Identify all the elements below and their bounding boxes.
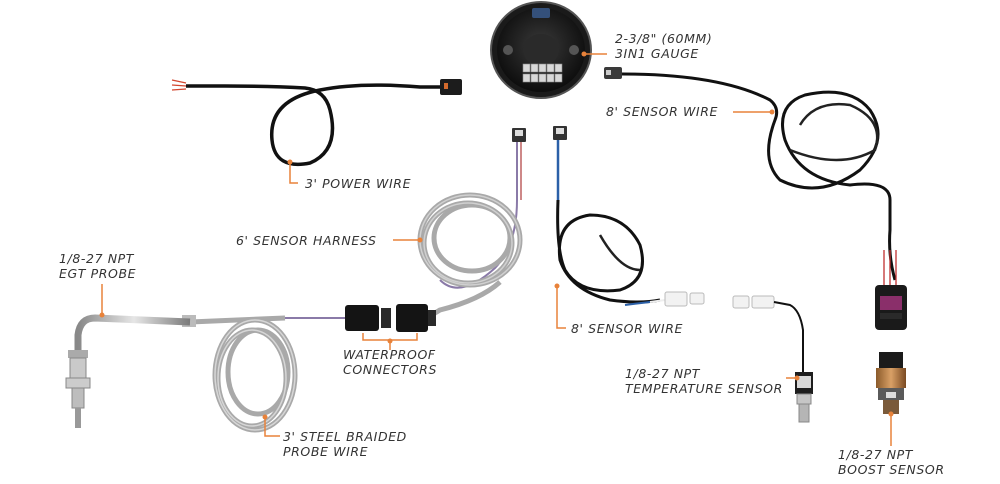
braided-length-text: 3' STEEL BRAIDED <box>283 429 407 444</box>
boost-sensor-label: 1/8-27 NPT BOOST SENSOR <box>838 447 945 477</box>
boost-sensor <box>876 352 906 414</box>
sensor-wire-mid-label: 8' SENSOR WIRE <box>571 321 683 336</box>
sensor-wire-temp <box>556 140 705 307</box>
temperature-sensor <box>732 295 813 423</box>
braided-name-text: PROBE WIRE <box>283 444 369 459</box>
gauge <box>490 1 592 99</box>
boost-sensor-thread-text: 1/8-27 NPT <box>838 447 914 462</box>
boost-connector <box>875 285 907 330</box>
power-wire <box>171 79 462 166</box>
waterproof-connectors-label: WATERPROOF CONNECTORS <box>343 347 437 377</box>
power-wire-label: 3' POWER WIRE <box>305 176 411 191</box>
braided-probe-wire-label: 3' STEEL BRAIDED PROBE WIRE <box>283 429 407 459</box>
gauge-type-text: 3IN1 GAUGE <box>615 46 699 61</box>
temp-sensor-thread-text: 1/8-27 NPT <box>625 366 701 381</box>
sensor-wire-mid-text: 8' SENSOR WIRE <box>571 321 684 336</box>
sensor-wire-boost <box>604 67 897 285</box>
sensor-harness <box>417 126 567 319</box>
egt-probe-name-text: EGT PROBE <box>59 266 137 281</box>
egt-probe-label: 1/8-27 NPT EGT PROBE <box>59 251 136 281</box>
power-wire-text: 3' POWER WIRE <box>305 176 412 191</box>
sensor-wire-top-text: 8' SENSOR WIRE <box>606 104 719 119</box>
sensor-harness-text: 6' SENSOR HARNESS <box>236 233 377 248</box>
egt-probe <box>65 314 345 433</box>
gauge-size-text: 2-3/8" (60MM) <box>615 31 713 46</box>
sensor-harness-label: 6' SENSOR HARNESS <box>236 233 377 248</box>
egt-probe-thread-text: 1/8-27 NPT <box>59 251 135 266</box>
waterproof-text: WATERPROOF <box>343 347 436 362</box>
boost-sensor-name-text: BOOST SENSOR <box>838 462 945 477</box>
temperature-sensor-label: 1/8-27 NPT TEMPERATURE SENSOR <box>625 366 783 396</box>
gauge-label: 2-3/8" (60MM) 3IN1 GAUGE <box>615 31 712 61</box>
waterproof-connectors <box>345 304 436 350</box>
leader-lines <box>99 51 894 446</box>
sensor-wire-top-label: 8' SENSOR WIRE <box>606 104 718 119</box>
temp-sensor-name-text: TEMPERATURE SENSOR <box>625 381 783 396</box>
connectors-text: CONNECTORS <box>343 362 437 377</box>
